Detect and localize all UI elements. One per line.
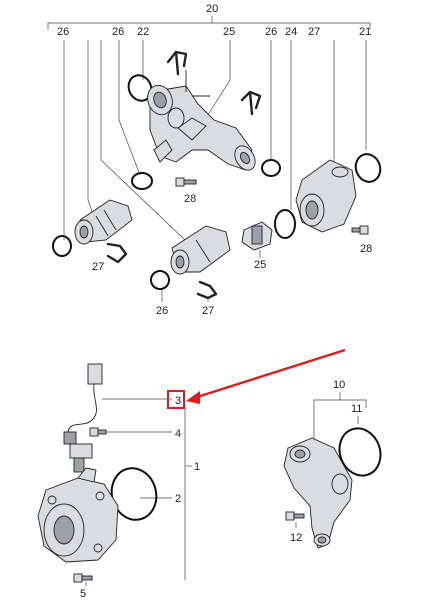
label-10: 10 xyxy=(333,379,345,391)
o-ring-24 xyxy=(274,209,296,239)
label-1: 1 xyxy=(194,461,200,473)
pump-assembly: 3 4 1 2 5 xyxy=(37,348,346,600)
bolt-5 xyxy=(73,573,93,583)
label-11: 11 xyxy=(351,403,362,415)
bolt-4 xyxy=(89,427,107,437)
leader-hose-left xyxy=(87,40,96,221)
temperature-sensor-wire xyxy=(63,363,103,473)
hose-connector-left xyxy=(74,199,133,245)
label-21: 21 xyxy=(359,26,371,38)
label-5: 5 xyxy=(80,588,86,600)
leader-26-mid xyxy=(118,40,141,176)
clip-top-left xyxy=(166,50,188,76)
outlet-assembly: 10 11 12 xyxy=(283,379,382,549)
label-28-left: 28 xyxy=(184,193,196,205)
label-4: 4 xyxy=(175,428,181,440)
highlight-box-3 xyxy=(167,390,185,409)
leader-hose-mid xyxy=(100,40,186,241)
bracket-20 xyxy=(47,22,371,30)
thermostat-housing-1 xyxy=(37,467,119,563)
o-ring-21 xyxy=(354,153,382,183)
o-ring-22 xyxy=(127,74,153,102)
label-25-bottom: 25 xyxy=(254,259,266,271)
thermostat-25 xyxy=(241,221,273,251)
clip-27-left xyxy=(106,242,128,264)
o-ring-26-left xyxy=(52,235,72,257)
label-26-right: 26 xyxy=(265,26,277,38)
o-ring-26-bottom xyxy=(150,270,170,290)
clip-top-right xyxy=(240,90,262,116)
bolt-28-right xyxy=(351,225,369,235)
top-assembly: 20 26 26 22 25 26 24 27 21 xyxy=(47,3,382,317)
outlet-housing-right xyxy=(295,159,357,233)
label-25-top: 25 xyxy=(223,26,235,38)
label-3: 3 xyxy=(175,395,181,407)
label-2: 2 xyxy=(175,493,181,505)
highlight-arrow xyxy=(193,348,346,400)
leader-25-top xyxy=(205,40,231,119)
label-27-left: 27 xyxy=(92,261,104,273)
highlight-arrowhead xyxy=(186,391,200,404)
label-26-mid: 26 xyxy=(112,26,124,38)
label-20: 20 xyxy=(206,3,218,15)
label-26-left: 26 xyxy=(57,26,69,38)
label-24: 24 xyxy=(285,26,297,38)
label-22: 22 xyxy=(137,26,149,38)
label-28-right: 28 xyxy=(360,243,372,255)
hose-connector-mid xyxy=(170,225,231,275)
outlet-flange-10 xyxy=(283,437,353,549)
label-12: 12 xyxy=(290,532,302,544)
bolt-28-left xyxy=(175,177,197,187)
label-27-top: 27 xyxy=(308,26,320,38)
o-ring-11 xyxy=(338,427,382,477)
o-ring-26-right xyxy=(261,159,281,177)
o-ring-26-mid xyxy=(131,172,153,190)
label-27-bottom: 27 xyxy=(202,305,214,317)
clip-27-bottom xyxy=(196,280,218,300)
label-26-bottom: 26 xyxy=(156,305,168,317)
coolant-flange-25 xyxy=(147,70,256,171)
bolt-12 xyxy=(285,511,305,521)
